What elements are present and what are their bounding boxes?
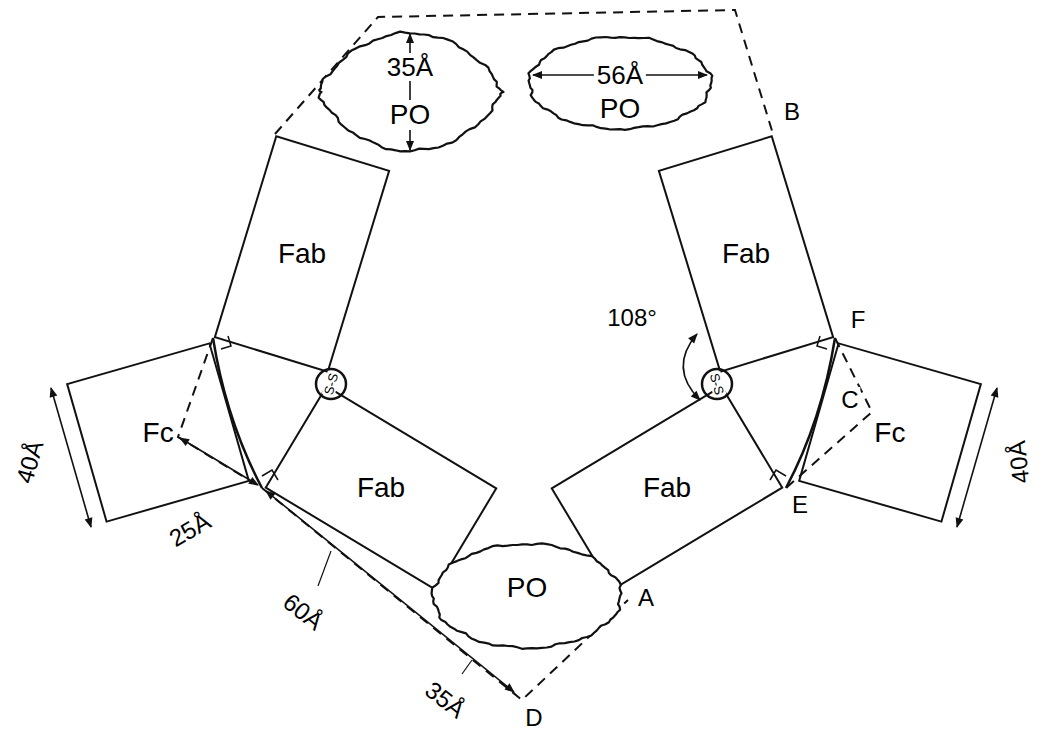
disulfide-bump xyxy=(316,369,346,399)
hinge-curve xyxy=(786,338,835,488)
dimension-label: 35Å xyxy=(384,53,436,81)
right-angle-mark xyxy=(770,470,786,480)
blob-shape xyxy=(528,37,712,130)
dimension-label: 60Å xyxy=(277,587,330,636)
right-angle-mark xyxy=(262,470,278,480)
fragment-label: Fab xyxy=(278,240,326,268)
disulfide-bump xyxy=(702,369,732,399)
polypeptide-blob: 35Å PO xyxy=(315,29,505,155)
blob-shape xyxy=(319,32,504,152)
fc-fragment: Fc xyxy=(798,342,982,523)
dashed-outline xyxy=(178,10,872,700)
dashed-line xyxy=(262,488,628,700)
dashed-line xyxy=(786,338,872,488)
fc-fragment: Fc xyxy=(66,342,250,523)
hinge-curve xyxy=(213,338,262,488)
dimension-arrow xyxy=(51,388,91,527)
hinge-lines xyxy=(213,338,835,488)
leader-line xyxy=(462,660,472,674)
fragment-label: PO xyxy=(504,573,550,603)
blob-outline xyxy=(315,29,505,155)
angle-arrow xyxy=(683,334,700,400)
point-letter: B xyxy=(782,99,802,125)
point-letter: F xyxy=(849,307,868,333)
fab-fragment: Fab xyxy=(214,135,391,373)
fragment-label: Fc xyxy=(142,418,173,446)
dimension-label: 35Å xyxy=(419,675,472,724)
angle-label: 108° xyxy=(605,305,659,331)
polypeptide-blob: PO xyxy=(429,540,625,652)
right-angle-mark xyxy=(817,336,827,349)
leader-line xyxy=(318,551,331,586)
dimension-arrow xyxy=(180,438,258,485)
dimension-arrow xyxy=(957,388,997,527)
polypeptide-blob: 56Å PO xyxy=(525,33,715,133)
blob-shape xyxy=(432,543,622,648)
fragment-label: Fab xyxy=(643,474,691,502)
fragment-label: PO xyxy=(387,100,433,130)
dashed-line xyxy=(178,338,262,488)
fragment-label: PO xyxy=(597,94,643,124)
dimension-arrows xyxy=(51,334,997,692)
dimension-label: 40Å xyxy=(11,436,49,488)
point-letter: E xyxy=(790,492,810,518)
dimension-label: 25Å xyxy=(163,507,216,553)
fab-fragment: Fab xyxy=(658,135,835,373)
right-angle-marks xyxy=(221,336,827,480)
point-letter: A xyxy=(636,585,656,611)
fragment-label: Fc xyxy=(874,418,905,446)
fragment-label: Fab xyxy=(357,474,405,502)
dimension-label: 40Å xyxy=(1004,437,1035,486)
right-angle-mark xyxy=(221,336,231,349)
point-letter: C xyxy=(839,387,860,413)
point-letter: D xyxy=(523,705,544,731)
fragment-label: Fab xyxy=(722,240,770,268)
dimension-arrow xyxy=(409,34,411,150)
dimension-label: 56Å xyxy=(594,61,646,89)
